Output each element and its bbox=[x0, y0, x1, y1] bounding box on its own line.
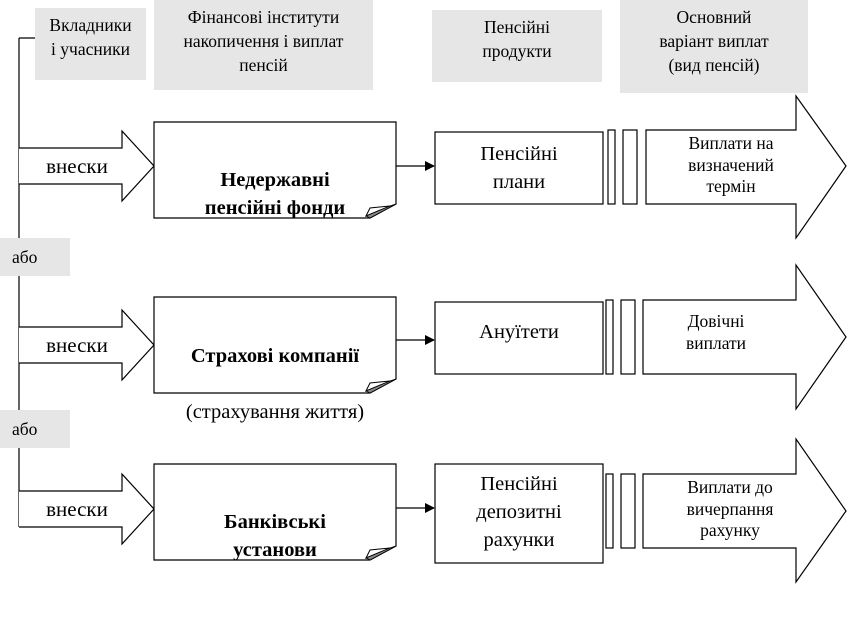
page-curl-shadow bbox=[365, 545, 397, 561]
product-label: Ануїтети bbox=[479, 321, 559, 343]
diagram-canvas bbox=[18, 37, 847, 584]
spacer-bar bbox=[620, 473, 636, 549]
header-institutions-text: Фінансові інститути накопичення і виплат… bbox=[183, 7, 344, 75]
row-1 bbox=[19, 94, 847, 240]
product-label: Пенсійні депозитні рахунки bbox=[476, 473, 562, 551]
institution-name: Недержавні пенсійні фонди bbox=[204, 169, 346, 219]
contribution-label: внески bbox=[46, 497, 108, 521]
product-box bbox=[434, 463, 604, 564]
spacer-bar bbox=[605, 299, 614, 375]
header-contributors-text: Вкладники і учасники bbox=[49, 15, 132, 59]
payout-label: Виплати до вичерпання рахунку bbox=[686, 477, 774, 540]
or-separator-2: або bbox=[0, 410, 70, 448]
payout-arrow bbox=[642, 263, 847, 411]
institution-name: Банківські установи bbox=[224, 511, 326, 561]
product-label: Пенсійні плани bbox=[480, 143, 558, 193]
header-institutions: Фінансові інститути накопичення і виплат… bbox=[154, 0, 373, 90]
header-payouts: Основний варіант виплат (вид пенсій) bbox=[620, 0, 808, 93]
payout-arrow bbox=[642, 437, 847, 584]
spacer-bar bbox=[620, 299, 636, 375]
header-products-text: Пенсійні продукти bbox=[482, 17, 552, 61]
spacer-bar bbox=[622, 129, 638, 205]
institution-label: Банківські установи bbox=[155, 480, 395, 620]
page-curl-shadow bbox=[365, 378, 397, 394]
product-box bbox=[434, 301, 604, 375]
institution-label: Страхові компанії (страхування життя) bbox=[155, 314, 395, 454]
payout-label: Виплати на визначений термін bbox=[688, 133, 774, 196]
payout-arrow bbox=[645, 94, 847, 240]
spacer-bar bbox=[605, 473, 614, 549]
institution-name: Страхові компанії bbox=[190, 345, 360, 367]
institution-subtitle: (страхування життя) bbox=[185, 401, 365, 423]
payout-label: Довічні виплати bbox=[685, 311, 747, 353]
row-3 bbox=[19, 437, 847, 584]
page-curl-shadow bbox=[365, 203, 397, 219]
institution-label: Недержавні пенсійні фонди bbox=[155, 138, 395, 278]
contribution-label: внески bbox=[46, 154, 108, 178]
spacer-bar bbox=[607, 129, 616, 205]
header-contributors: Вкладники і учасники bbox=[35, 8, 146, 80]
contribution-label: внески bbox=[46, 333, 108, 357]
header-products: Пенсійні продукти bbox=[432, 10, 602, 82]
or-separator-1: або bbox=[0, 238, 70, 276]
product-box bbox=[434, 131, 604, 205]
row-2 bbox=[19, 263, 847, 411]
header-payouts-text: Основний варіант виплат (вид пенсій) bbox=[659, 7, 769, 75]
